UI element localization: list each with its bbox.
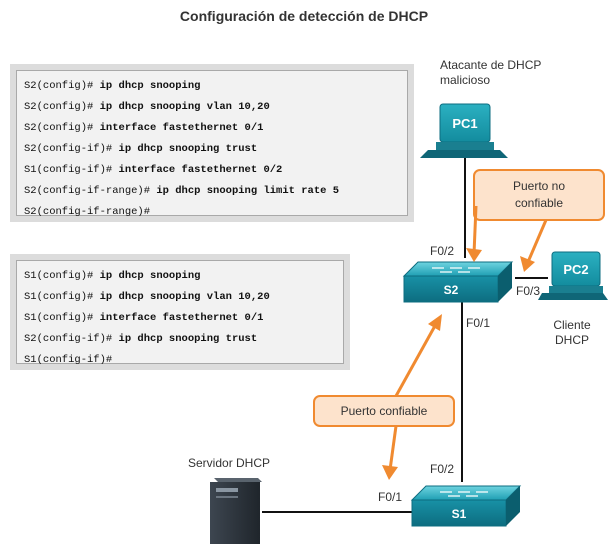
cli-s1-line: S2(config-if)# ip dhcp snooping trust [24, 329, 336, 350]
cli-command: interface fastethernet 0/2 [112, 164, 283, 176]
dhcp-server-icon [210, 478, 262, 544]
cli-prompt: S1(config-if)# [24, 354, 113, 366]
server-caption: Servidor DHCP [188, 456, 271, 470]
cli-command: ip dhcp snooping vlan 10,20 [93, 291, 270, 303]
callout-untrusted-port: Puerto no confiable [473, 169, 605, 221]
cli-prompt: S1(config-if)# [24, 164, 113, 176]
cli-prompt: S2(config-if)# [24, 333, 113, 345]
port-s2-f03: F0/3 [516, 284, 541, 298]
switch-s2-icon: S2 [402, 261, 514, 303]
cli-s1-line: S1(config)# interface fastethernet 0/1 [24, 308, 336, 329]
cli-prompt: S2(config-if)# [24, 143, 113, 155]
port-s2-f02: F0/2 [430, 244, 455, 258]
arrow-untrusted-to-f03 [526, 219, 548, 263]
cli-s2-line: S2(config)# ip dhcp snooping [24, 76, 400, 97]
cli-s2-line: S2(config)# interface fastethernet 0/1 [24, 118, 400, 139]
port-s1-f02: F0/2 [430, 462, 455, 476]
cli-s1-line: S1(config)# ip dhcp snooping vlan 10,20 [24, 287, 336, 308]
cli-s1-line: S1(config-if)# [24, 350, 336, 371]
cli-prompt: S1(config)# [24, 291, 94, 303]
cli-s2-line: S2(config-if)# ip dhcp snooping trust [24, 139, 400, 160]
cli-s2-line: S1(config-if)# interface fastethernet 0/… [24, 160, 400, 181]
cli-s2-line: S2(config-if-range)# ip dhcp snooping li… [24, 181, 400, 202]
arrowhead-trusted-s1 [382, 465, 398, 480]
pc2-caption: Cliente DHCP [553, 318, 591, 347]
cli-prompt: S1(config)# [24, 312, 94, 324]
port-s2-f01: F0/1 [466, 316, 491, 330]
cli-prompt: S2(config)# [24, 80, 94, 92]
cli-prompt: S2(config)# [24, 122, 94, 134]
callout-trusted-text: Puerto confiable [341, 404, 428, 418]
cli-command: interface fastethernet 0/1 [93, 122, 264, 134]
diagram-title: Configuración de detección de DHCP [179, 8, 429, 24]
cli-command: ip dhcp snooping trust [112, 333, 258, 345]
cli-s2-line: S2(config)# ip dhcp snooping vlan 10,20 [24, 97, 400, 118]
arrowhead-untrusted-f03 [520, 256, 535, 272]
arrowhead-untrusted-f02 [466, 248, 482, 262]
pc1-caption: Atacante de DHCP malicioso [440, 58, 542, 87]
callout-untrusted-line2: confiable [515, 196, 563, 210]
pc2-label: PC2 [563, 262, 588, 277]
cli-s2-line: S2(config-if-range)# [24, 202, 400, 223]
s2-label: S2 [444, 283, 459, 297]
pc1-label: PC1 [452, 116, 477, 131]
cli-command: ip dhcp snooping vlan 10,20 [93, 101, 270, 113]
cli-prompt: S2(config)# [24, 101, 94, 113]
arrowhead-trusted-s2 [428, 314, 442, 331]
cli-prompt: S1(config)# [24, 270, 94, 282]
arrow-trusted-to-s2-f01 [394, 323, 438, 397]
s1-label: S1 [452, 507, 467, 521]
cli-command: ip dhcp snooping limit rate 5 [150, 185, 340, 197]
pc2-icon: PC2 [538, 251, 608, 300]
callout-trusted-port: Puerto confiable [313, 395, 455, 427]
arrow-trusted-to-s1-f01 [388, 425, 398, 471]
switch-s1-icon: S1 [410, 485, 522, 527]
arrow-untrusted-to-f02 [472, 205, 478, 255]
callout-untrusted-line1: Puerto no [513, 179, 565, 193]
cli-command: ip dhcp snooping trust [112, 143, 258, 155]
cli-command: ip dhcp snooping [93, 80, 201, 92]
cli-command: ip dhcp snooping [93, 270, 201, 282]
cli-prompt: S2(config-if-range)# [24, 185, 151, 197]
pc1-icon: PC1 [420, 103, 508, 158]
cli-prompt: S2(config-if-range)# [24, 206, 151, 218]
cli-s1-line: S1(config)# ip dhcp snooping [24, 266, 336, 287]
port-s1-f01: F0/1 [378, 490, 403, 504]
cli-command: interface fastethernet 0/1 [93, 312, 264, 324]
